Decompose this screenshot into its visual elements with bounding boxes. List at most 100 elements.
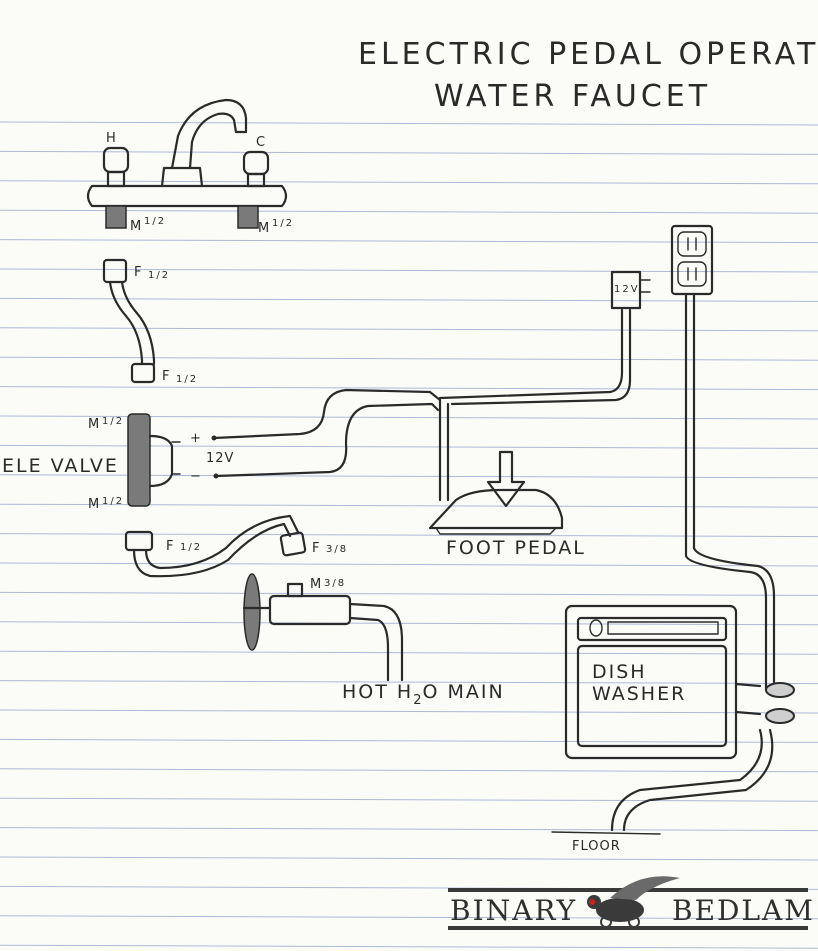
valve-body: [127, 413, 151, 507]
floor: FLOOR: [551, 831, 661, 854]
valve-top-fitting: M: [88, 417, 100, 432]
supply-bottom-size: 1/2: [176, 374, 198, 385]
ruled-line: [0, 738, 818, 743]
ruled-line: [0, 856, 818, 861]
dishwasher-line-2: WASHER: [592, 683, 686, 705]
ruled-line: [0, 680, 818, 685]
spout-base: [160, 166, 204, 188]
dishwasher: DISH WASHER: [564, 604, 795, 832]
transformer-box: [610, 270, 642, 310]
left-fitting-label: M: [130, 219, 142, 234]
valve-label: ELE VALVE: [2, 455, 119, 477]
right-fitting-label: M: [258, 221, 270, 236]
dishwasher-door: [576, 644, 728, 748]
logo-left-word: BINARY: [450, 894, 577, 927]
dishwasher-line-1: DISH: [592, 661, 647, 683]
lower-hose: F 1/2 F 3/8: [124, 514, 348, 578]
lower-hose-left-nut: [124, 530, 154, 552]
pedal-body: [428, 488, 564, 530]
ruled-line: [0, 121, 818, 126]
ruled-lines: [0, 121, 818, 949]
logo-right-word: BEDLAM: [672, 894, 815, 927]
ruled-line: [0, 386, 818, 391]
logo-horse-icon: [587, 876, 680, 928]
main-pipe-b: [348, 616, 390, 682]
faucet: H C M 1/2 M 1/2: [86, 98, 294, 236]
shutoff-valve: M 3/8 HOT H2O MAIN: [242, 573, 505, 708]
cold-stem: [246, 172, 266, 188]
valve-top-size: 1/2: [102, 416, 124, 427]
ruled-line: [0, 709, 818, 714]
drain-line-b: [622, 728, 774, 832]
lower-left-size: 1/2: [180, 542, 202, 553]
ruled-line: [0, 621, 818, 626]
valve-coil: [148, 434, 174, 488]
ruled-line: [0, 533, 818, 538]
outlet-cord-a: [684, 292, 768, 692]
supply-top-size: 1/2: [148, 270, 170, 281]
pedal-label: FOOT PEDAL: [446, 537, 586, 559]
supply-hose-line-b: [120, 280, 156, 366]
valve-wiring: [212, 308, 632, 502]
supply-hose-top-nut: [102, 258, 128, 284]
valve-plus: +: [190, 431, 202, 446]
ruled-line: [0, 944, 818, 949]
outlet-plate: [670, 224, 714, 296]
floor-line: [551, 831, 661, 835]
pedal-arrow: [486, 450, 526, 508]
shutoff-handle: [243, 573, 261, 651]
right-fitting-size: 1/2: [272, 218, 294, 229]
faucet-base: [86, 184, 288, 208]
cold-thread: [237, 205, 259, 229]
ruled-line: [0, 591, 818, 596]
logo-bottom-bar: [448, 926, 808, 930]
supply-hose-bottom-nut: [130, 362, 156, 384]
valve-minus: −: [190, 469, 202, 484]
outlet: [670, 224, 776, 692]
ruled-line: [0, 209, 818, 214]
ruled-line: [0, 327, 818, 332]
ruled-line: [0, 356, 818, 361]
hot-thread: [105, 205, 127, 229]
shutoff-body: [268, 594, 352, 626]
shutoff-fitting: M: [310, 577, 322, 592]
dishwasher-connections: [734, 682, 762, 716]
spout: [170, 98, 248, 170]
ruled-line: [0, 239, 818, 244]
ruled-line: [0, 650, 818, 655]
lower-right-label: F: [312, 541, 320, 556]
ruled-line: [0, 915, 818, 920]
main-label: HOT H2O MAIN: [342, 681, 505, 708]
lower-hose-line-b: [144, 514, 300, 570]
ruled-line: [0, 797, 818, 802]
valve-bottom-size: 1/2: [102, 496, 124, 507]
wire-negative-a: [214, 402, 440, 478]
ruled-line: [0, 268, 818, 273]
binary-bedlam-logo: BINARY BEDLAM: [448, 876, 815, 930]
hot-stem: [106, 170, 126, 188]
lower-right-size: 3/8: [326, 544, 348, 555]
ruled-line: [0, 827, 818, 832]
wire-positive-a: [212, 388, 442, 502]
supply-bottom-label: F: [162, 369, 170, 384]
left-fitting-size: 1/2: [144, 216, 166, 227]
ruled-line: [0, 768, 818, 773]
supply-hose: F 1/2 F 1/2: [102, 258, 198, 385]
title-line-2: WATER FAUCET: [434, 79, 711, 114]
lower-left-label: F: [166, 539, 174, 554]
transformer: 12V: [610, 270, 651, 310]
ruled-line: [0, 297, 818, 302]
foot-pedal: FOOT PEDAL: [428, 450, 586, 559]
shutoff-outlet: [286, 582, 304, 598]
supply-hose-line-a: [108, 280, 144, 366]
cold-label: C: [256, 135, 266, 150]
dishwasher-panel: [576, 616, 728, 642]
outlet-cord-b: [692, 292, 776, 692]
lower-hose-line-a: [132, 522, 292, 578]
drain-line-a: [610, 728, 763, 832]
transformer-label: 12V: [614, 284, 640, 295]
wire-negative-to-transformer: [450, 308, 632, 406]
ruled-line: [0, 180, 818, 185]
dishwasher-body: [564, 604, 738, 760]
